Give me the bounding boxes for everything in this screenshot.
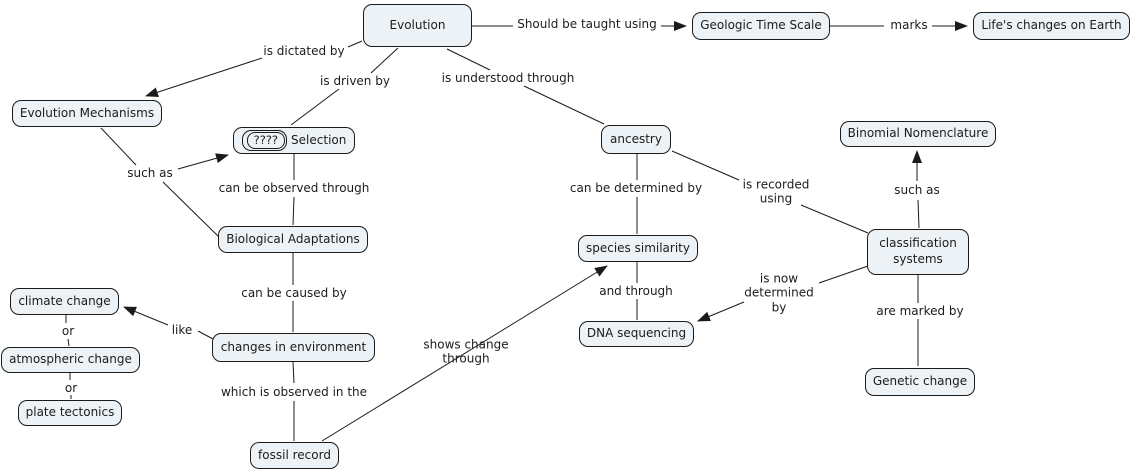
connector-line — [197, 330, 214, 340]
selection-node[interactable]: ???? Selection — [233, 127, 355, 154]
should-be-taught-using-link-label[interactable]: Should be taught using — [517, 16, 657, 31]
evolution-label: Evolution — [389, 17, 446, 32]
connector-line — [67, 338, 70, 347]
genetic-change-node[interactable]: Genetic change — [865, 368, 975, 396]
species-similarity-node[interactable]: species similarity — [578, 235, 698, 262]
biological-adaptations-label: Biological Adaptations — [226, 231, 360, 246]
species-similarity-label: species similarity — [585, 240, 690, 255]
atmospheric-change-label: atmospheric change — [9, 352, 132, 367]
is-now-determined-by-link-label[interactable]: is now determined by — [744, 271, 814, 315]
connector-line — [177, 153, 229, 170]
connector-line — [917, 199, 920, 229]
is-recorded-using-link-label[interactable]: is recorded using — [742, 177, 810, 206]
geologic-time-scale-node[interactable]: Geologic Time Scale — [692, 12, 830, 40]
connector-line — [290, 88, 340, 126]
evolution-node[interactable]: Evolution — [363, 4, 472, 47]
changes-in-environment-label: changes in environment — [220, 339, 367, 354]
connector-line — [100, 127, 137, 166]
or-1-link-label[interactable]: or — [61, 323, 75, 338]
are-marked-by-link-label[interactable]: are marked by — [876, 303, 964, 318]
binomial-nomenclature-node[interactable]: Binomial Nomenclature — [840, 121, 996, 147]
marks-link-label[interactable]: marks — [890, 17, 928, 32]
such-as-right-link-label[interactable]: such as — [894, 182, 940, 197]
connector-line — [292, 361, 295, 384]
changes-in-environment-node[interactable]: changes in environment — [212, 333, 375, 362]
atmospheric-change-node[interactable]: atmospheric change — [1, 347, 140, 373]
binomial-nomenclature-label: Binomial Nomenclature — [847, 126, 989, 141]
dna-sequencing-label: DNA sequencing — [586, 326, 687, 341]
genetic-change-label: Genetic change — [872, 374, 968, 389]
selection-label: Selection — [291, 132, 347, 147]
connector-line — [162, 181, 220, 238]
dna-sequencing-node[interactable]: DNA sequencing — [579, 321, 694, 347]
ancestry-node[interactable]: ancestry — [601, 125, 671, 154]
connector-line — [347, 40, 363, 48]
such-as-left-link-label[interactable]: such as — [127, 165, 173, 180]
connector-line — [800, 204, 869, 234]
connector-line — [123, 306, 169, 326]
plate-tectonics-node[interactable]: plate tectonics — [18, 400, 122, 426]
fossil-record-node[interactable]: fossil record — [250, 442, 339, 469]
and-through-link-label[interactable]: and through — [599, 283, 673, 298]
can-be-caused-by-link-label[interactable]: can be caused by — [241, 285, 347, 300]
geologic-time-scale-label: Geologic Time Scale — [700, 18, 822, 33]
fossil-record-label: fossil record — [258, 447, 331, 462]
shows-change-through-link-label[interactable]: shows change through — [423, 337, 509, 366]
lifes-changes-on-earth-node[interactable]: Life's changes on Earth — [973, 12, 1130, 40]
climate-change-label: climate change — [18, 293, 111, 308]
can-be-determined-by-link-label[interactable]: can be determined by — [569, 180, 703, 195]
lifes-changes-on-earth-label: Life's changes on Earth — [981, 18, 1122, 33]
or-2-link-label[interactable]: or — [64, 380, 78, 395]
classification-systems-label: classification systems — [879, 236, 957, 266]
which-is-observed-in-the-link-label[interactable]: which is observed in the — [220, 384, 368, 399]
evolution-mechanisms-label: Evolution Mechanisms — [19, 105, 155, 120]
selection-prefix-label: ???? — [246, 132, 286, 149]
selection-prefix-box[interactable]: ???? — [241, 130, 288, 151]
is-driven-by-link-label[interactable]: is driven by — [320, 73, 390, 88]
is-understood-through-link-label[interactable]: is understood through — [441, 70, 575, 85]
connector-line — [523, 85, 605, 125]
evolution-mechanisms-node[interactable]: Evolution Mechanisms — [12, 100, 162, 127]
connector-line — [818, 265, 869, 284]
connector-line — [145, 57, 263, 98]
connector-line — [292, 196, 295, 226]
can-be-observed-through-link-label[interactable]: can be observed through — [218, 180, 370, 195]
connector-line — [671, 150, 740, 181]
connector-line — [446, 48, 491, 71]
classification-systems-node[interactable]: classification systems — [867, 229, 969, 275]
connector-line — [321, 265, 608, 442]
plate-tectonics-label: plate tectonics — [25, 405, 115, 420]
ancestry-label: ancestry — [610, 131, 662, 146]
climate-change-node[interactable]: climate change — [10, 288, 119, 315]
connector-line — [697, 301, 745, 322]
biological-adaptations-node[interactable]: Biological Adaptations — [218, 226, 368, 253]
is-dictated-by-link-label[interactable]: is dictated by — [263, 43, 345, 58]
like-link-label[interactable]: like — [171, 322, 193, 337]
connector-line — [370, 47, 399, 74]
